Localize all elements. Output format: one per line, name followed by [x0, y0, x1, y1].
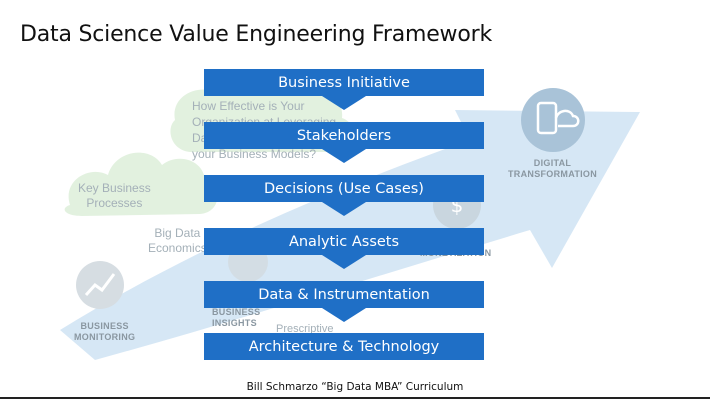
step-arrow-1: [322, 96, 366, 110]
step-arrow-3: [322, 202, 366, 216]
slide-title: Data Science Value Engineering Framework: [20, 22, 492, 47]
bg-label-big-data-economics: Big Data Economics: [148, 226, 207, 255]
step-data-instrumentation: Data & Instrumentation: [204, 281, 484, 308]
step-analytic-assets: Analytic Assets: [204, 228, 484, 255]
step-arrow-4: [322, 255, 366, 269]
step-arrow-2: [322, 149, 366, 163]
step-stakeholders: Stakeholders: [204, 122, 484, 149]
bg-label-digital-transformation: DIGITAL TRANSFORMATION: [508, 158, 598, 179]
step-decisions: Decisions (Use Cases): [204, 175, 484, 202]
cloud-device-icon: [521, 88, 585, 152]
step-architecture-technology: Architecture & Technology: [204, 333, 484, 360]
framework-stack: Business Initiative Stakeholders Decisio…: [204, 0, 484, 401]
bg-label-business-insights: BUSINESS INSIGHTS: [212, 307, 261, 328]
footer-credit: Bill Schmarzo “Big Data MBA” Curriculum: [246, 381, 464, 393]
bg-label-prescriptive: Prescriptive: [276, 323, 334, 335]
bg-label-key-business-processes: Key Business Processes: [78, 181, 151, 210]
footer-divider: [0, 397, 710, 399]
bg-label-business-monitoring: BUSINESS MONITORING: [74, 321, 136, 342]
step-business-initiative: Business Initiative: [204, 69, 484, 96]
step-arrow-5: [322, 308, 366, 322]
monitoring-icon: [76, 261, 124, 309]
